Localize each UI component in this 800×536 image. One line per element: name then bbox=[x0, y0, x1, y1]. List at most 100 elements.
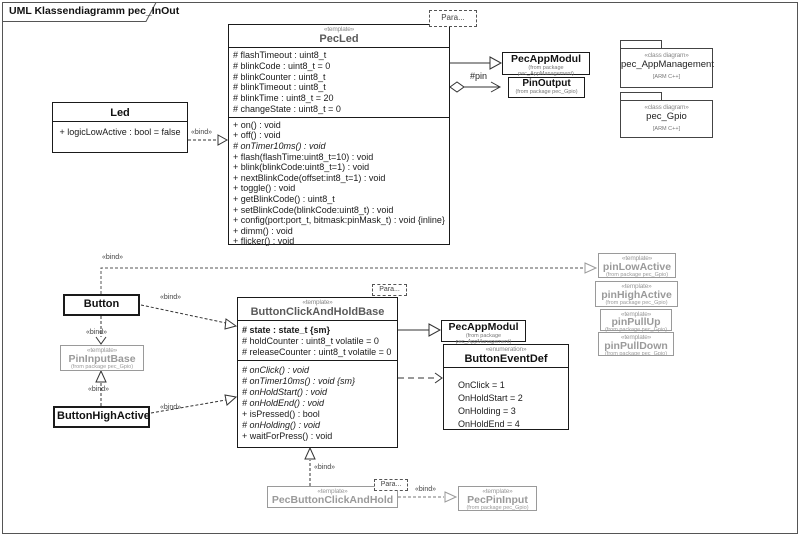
class-header: PecAppModul (from package pec_AppManagem… bbox=[442, 321, 525, 347]
attribute-line: # blinkTimeout : uint8_t bbox=[233, 82, 326, 93]
class-header: «template» pinLowActive (from package pe… bbox=[599, 254, 675, 280]
stereotype-label: «template» bbox=[482, 488, 513, 495]
class-header: Led bbox=[53, 103, 187, 122]
class-pinpullup[interactable]: «template» pinPullUp (from package pec_G… bbox=[600, 309, 672, 333]
template-parameter-box[interactable]: Para... bbox=[372, 284, 407, 296]
enum-literal: OnHoldStart = 2 bbox=[458, 393, 523, 403]
class-pecpininput[interactable]: «template» PecPinInput (from package pec… bbox=[458, 486, 537, 511]
from-package-label: (from package pec_Gpio) bbox=[70, 364, 134, 370]
class-name: pinLowActive bbox=[602, 261, 672, 273]
stereotype-label: «template» bbox=[86, 347, 118, 354]
stereotype-label: «template» bbox=[302, 299, 333, 306]
stereotype-label: «template» bbox=[323, 26, 355, 33]
class-button[interactable]: Button bbox=[63, 294, 140, 316]
class-pecappmodul-bottom[interactable]: PecAppModul (from package pec_AppManagem… bbox=[441, 320, 526, 345]
method-line: + isPressed() : bool bbox=[242, 409, 320, 419]
class-buttoneventdef[interactable]: «enumeration» ButtonEventDef OnClick = 1… bbox=[443, 344, 569, 430]
stereotype-label: «template» bbox=[620, 334, 652, 341]
class-header: PecAppModul (from package pec_AppManagem… bbox=[503, 53, 589, 79]
class-name: PecLed bbox=[319, 33, 359, 45]
package-pec-appmanagement[interactable]: «class diagram» pec_AppManagement [ARM C… bbox=[620, 48, 714, 88]
bind-label: «bind» bbox=[88, 386, 110, 393]
attribute-line: + logicLowActive : bool = false bbox=[59, 127, 181, 137]
class-header: «template» PecLed bbox=[229, 25, 449, 48]
class-pecappmodul-top[interactable]: PecAppModul (from package pec_AppManagem… bbox=[502, 52, 590, 77]
conn-bind-buttonhighactive-bcahb bbox=[150, 394, 238, 414]
conn-bind-led-pecled bbox=[188, 134, 229, 146]
bind-label: «bind» bbox=[160, 294, 182, 301]
package-tab bbox=[620, 40, 662, 49]
bind-label: «bind» bbox=[191, 129, 213, 136]
class-pinhighactive[interactable]: «template» pinHighActive (from package p… bbox=[595, 281, 678, 307]
from-package-label: (from package pec_AppManagement) bbox=[518, 65, 574, 77]
class-header: «template» PecButtonClickAndHold bbox=[268, 487, 397, 508]
class-name: ButtonClickAndHoldBase bbox=[250, 306, 385, 318]
class-name: pinHighActive bbox=[601, 289, 672, 301]
conn-gen-bcahb-pecappmodul bbox=[398, 323, 442, 337]
class-pinlowactive[interactable]: «template» pinLowActive (from package pe… bbox=[598, 253, 676, 278]
class-name: Led bbox=[110, 107, 130, 119]
class-pininputbase[interactable]: «template» PinInputBase (from package pe… bbox=[60, 345, 144, 371]
class-led[interactable]: Led + logicLowActive : bool = false bbox=[52, 102, 188, 153]
class-pinpulldown[interactable]: «template» pinPullDown (from package pec… bbox=[598, 332, 674, 357]
conn-bind-button-bcahb bbox=[140, 304, 238, 330]
enum-literal: OnClick = 1 bbox=[458, 380, 505, 390]
method-line: + nextBlinkCode(offset:int8_t=1) : void bbox=[233, 172, 386, 183]
from-package-label: (from package pec_Gpio) bbox=[605, 300, 668, 306]
package-tag: [ARM C++] bbox=[652, 74, 681, 80]
stereotype-label: «template» bbox=[620, 311, 652, 318]
from-package-label: (from package pec_Gpio) bbox=[515, 89, 578, 95]
method-line: # onHoldStart() : void bbox=[242, 387, 328, 397]
package-pec-gpio[interactable]: «class diagram» pec_Gpio [ARM C++] bbox=[620, 100, 713, 138]
attributes-compartment: # flashTimeout : uint8_t # blinkCode : u… bbox=[229, 48, 449, 117]
class-buttonclickandholdbase[interactable]: «template» ButtonClickAndHoldBase # stat… bbox=[237, 297, 398, 448]
method-line: + toggle() : void bbox=[233, 183, 296, 194]
method-line: + off() : void bbox=[233, 130, 281, 141]
attribute-line: # flashTimeout : uint8_t bbox=[233, 50, 327, 60]
package-tag: [ARM C++] bbox=[652, 126, 681, 132]
stereotype-label: «template» bbox=[621, 255, 653, 262]
template-parameter-box[interactable]: Para... bbox=[374, 479, 408, 491]
template-parameter-box[interactable]: Para... bbox=[429, 10, 477, 27]
method-line: + getBlinkCode() : uint8_t bbox=[233, 193, 335, 204]
method-line: + blink(blinkCode:uint8_t=1) : void bbox=[233, 162, 370, 173]
stereotype-label: «class diagram» bbox=[644, 52, 689, 59]
class-buttonhighactive[interactable]: ButtonHighActive bbox=[53, 406, 150, 428]
attribute-line: # state : state_t {sm} bbox=[242, 325, 331, 335]
method-line: # onTimer10ms() : void bbox=[233, 140, 326, 151]
class-pecbuttonclickandhold[interactable]: «template» PecButtonClickAndHold bbox=[267, 486, 398, 508]
method-line: + flicker() : void bbox=[233, 236, 295, 247]
class-pinoutput[interactable]: PinOutput (from package pec_Gpio) bbox=[508, 77, 585, 98]
method-line: + waitForPress() : void bbox=[242, 431, 333, 441]
class-name: PinInputBase bbox=[68, 353, 136, 365]
bind-label: «bind» bbox=[160, 404, 182, 411]
from-package-label: (from package pec_Gpio) bbox=[605, 272, 669, 278]
package-tab bbox=[620, 92, 662, 101]
methods-compartment: # onClick() : void # onTimer10ms() : voi… bbox=[238, 360, 397, 444]
enum-literal: OnHolding = 3 bbox=[458, 406, 516, 416]
class-name: PecPinInput bbox=[467, 494, 528, 506]
from-package-label: (from package pec_Gpio) bbox=[466, 505, 529, 511]
attribute-line: # blinkTime : uint8_t = 20 bbox=[233, 93, 334, 104]
attribute-line: # holdCounter : uint8_t volatile = 0 bbox=[242, 336, 379, 346]
class-header: ButtonHighActive bbox=[55, 408, 150, 424]
diagram-title: UML Klassendiagramm pec_InOut bbox=[9, 5, 180, 17]
conn-gen-pecled-pecappmodul bbox=[450, 56, 503, 70]
stereotype-label: «class diagram» bbox=[644, 104, 689, 111]
class-pecled[interactable]: «template» PecLed # flashTimeout : uint8… bbox=[228, 24, 450, 247]
class-header: Button bbox=[65, 296, 138, 312]
package-name: pec_Gpio bbox=[646, 111, 687, 122]
frame-tab-outline bbox=[3, 2, 157, 22]
attribute-line: # changeState : uint8_t = 0 bbox=[233, 103, 341, 114]
literals-compartment: OnClick = 1 OnHoldStart = 2 OnHolding = … bbox=[444, 368, 568, 431]
class-name: PecAppModul bbox=[448, 321, 519, 333]
bind-label: «bind» bbox=[86, 329, 108, 336]
method-line: # onHoldEnd() : void bbox=[242, 398, 325, 408]
conn-bind-button-pinlowactive bbox=[100, 262, 598, 294]
from-package-label: (from package pec_Gpio) bbox=[604, 351, 668, 357]
method-line: # onHolding() : void bbox=[242, 420, 321, 430]
from-package-label: (from package pec_AppManagement) bbox=[455, 333, 512, 345]
conn-bind-pecbutton-bcahb bbox=[304, 446, 316, 486]
